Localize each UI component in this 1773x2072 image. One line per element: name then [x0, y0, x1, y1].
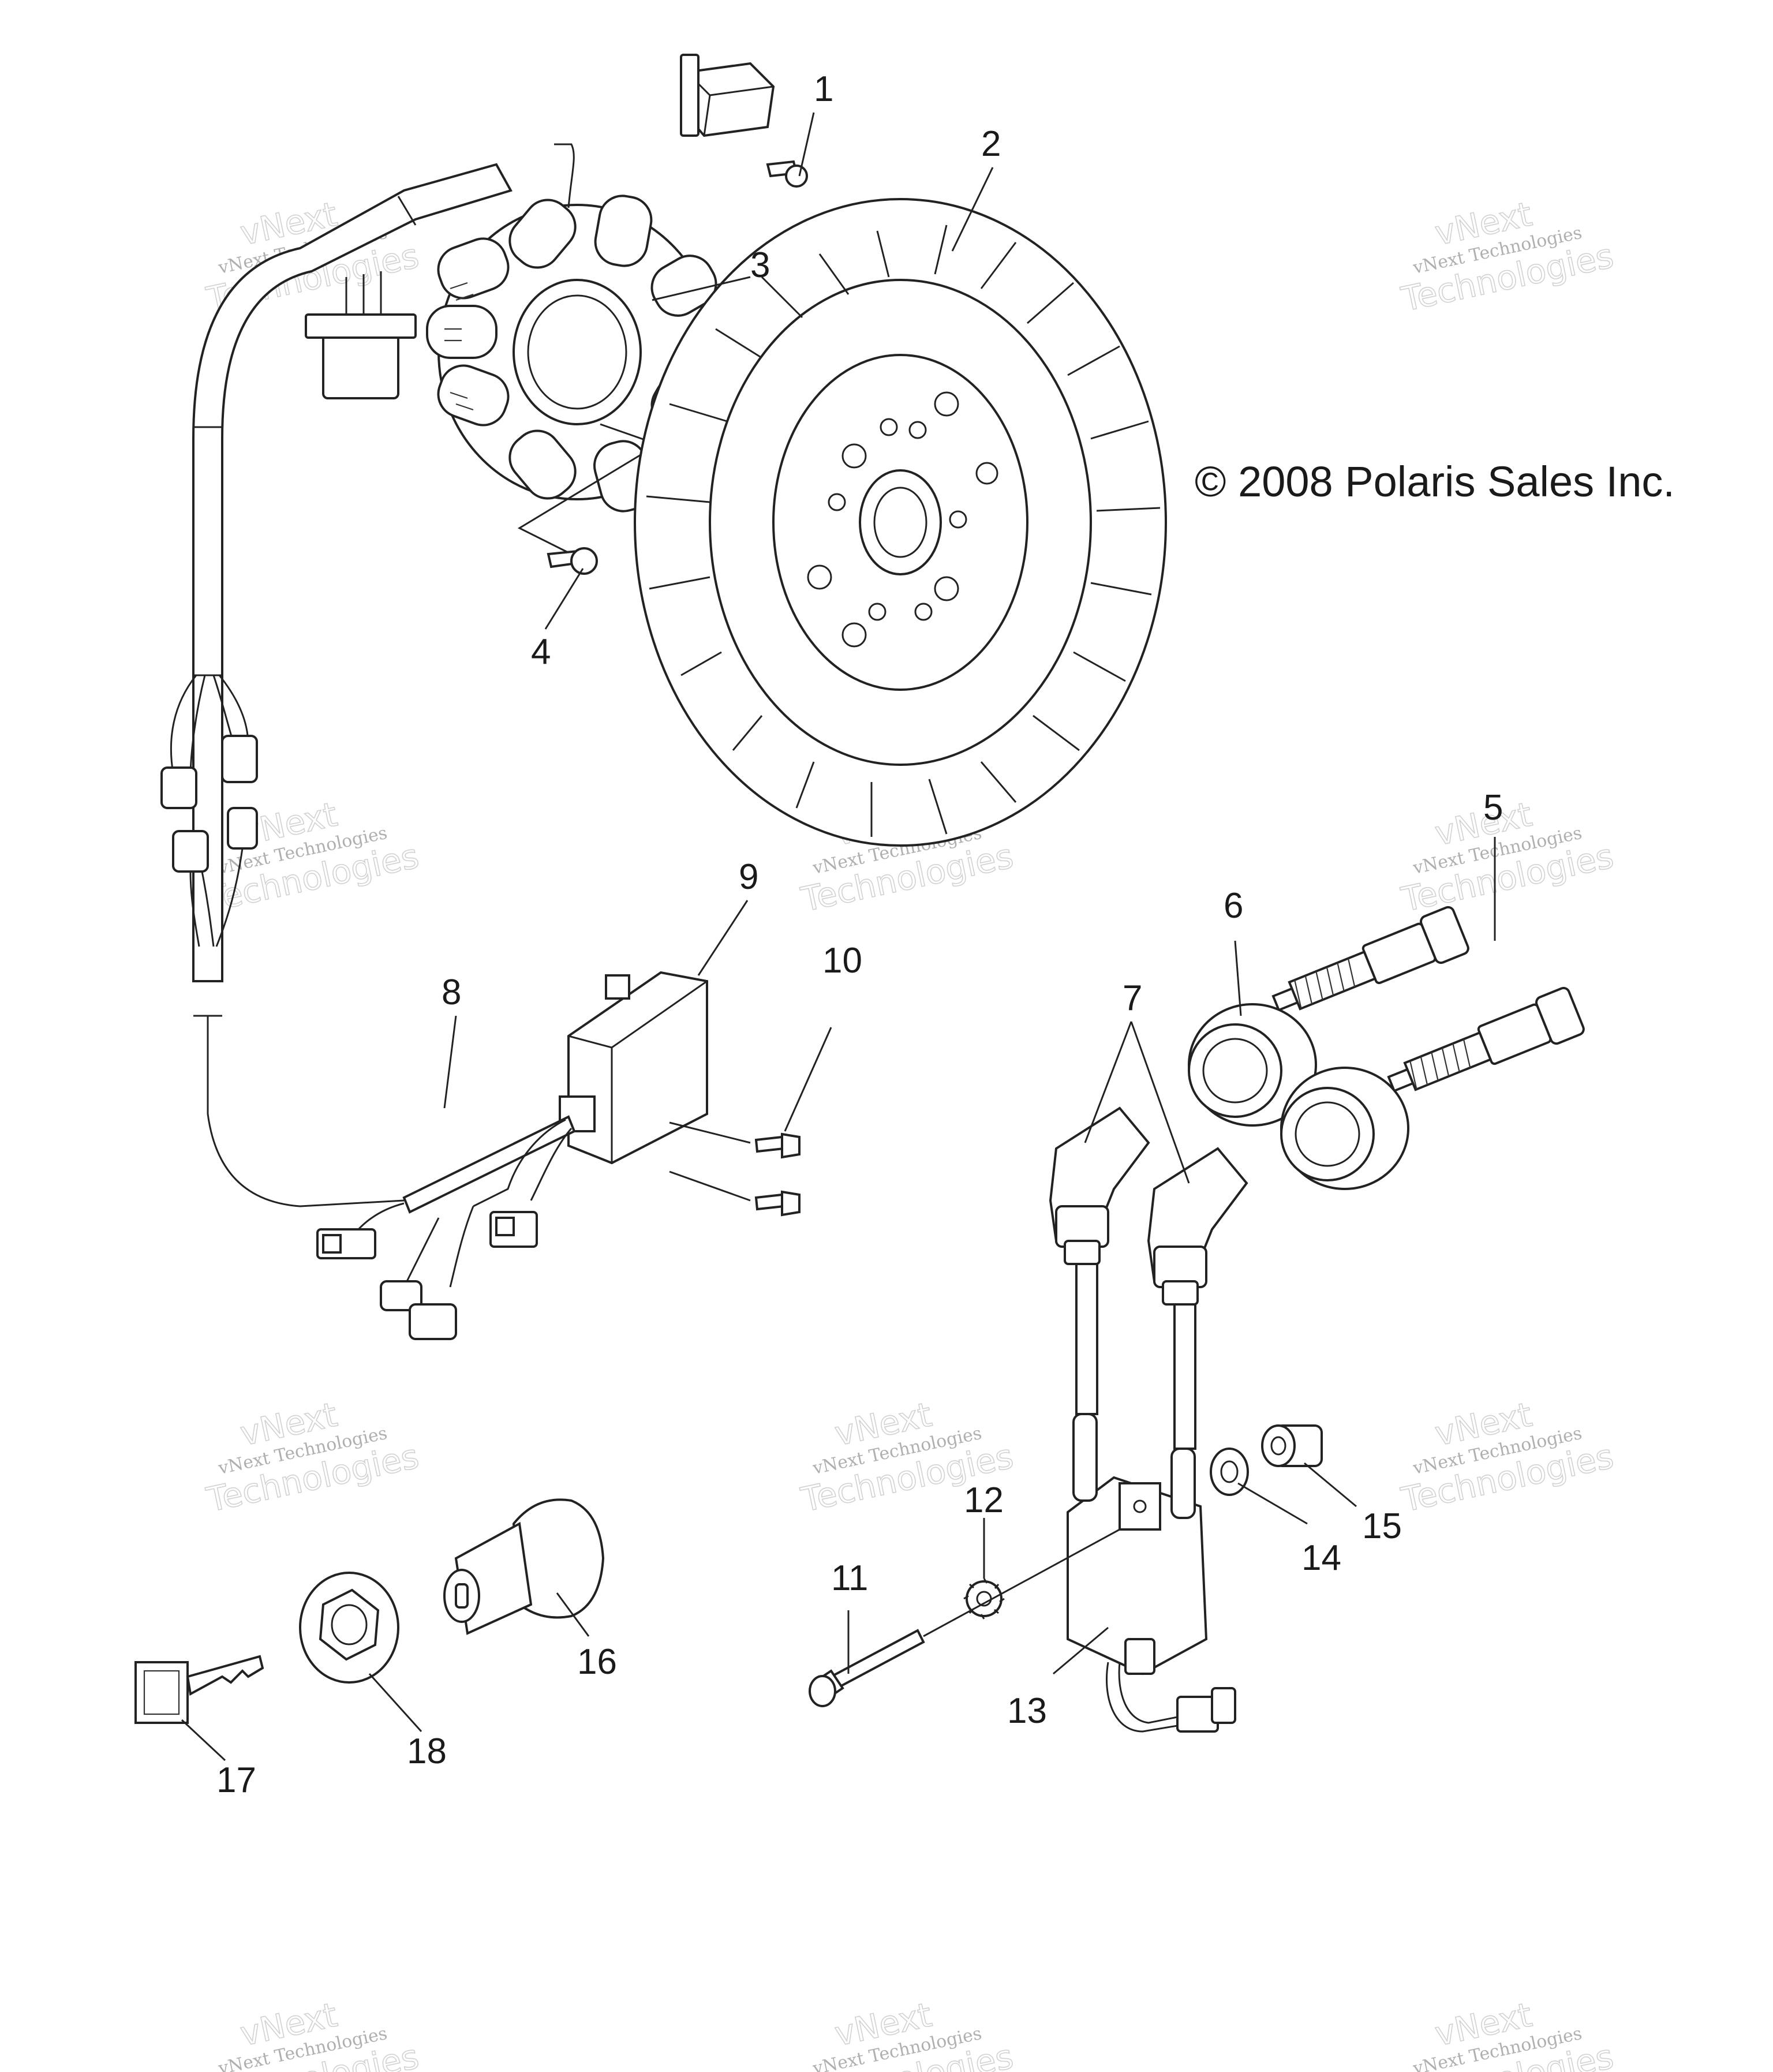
- part-10-screws: [669, 1121, 801, 1217]
- callout-7: 7: [1123, 978, 1142, 1018]
- part-12-star-washer: [963, 1578, 1005, 1620]
- callout-14: 14: [1301, 1538, 1341, 1578]
- stator-wire-harness: [160, 163, 513, 1207]
- part-13-ignition-coil: [1067, 1263, 1236, 1733]
- callout-5: 5: [1483, 788, 1503, 828]
- watermark-bottom-left: vNext vNext Technologies Technologies: [203, 1995, 422, 2072]
- watermark-bottom-middle: vNext vNext Technologies Technologies: [797, 1995, 1017, 2072]
- watermark-bottom-right: vNext vNext Technologies Technologies: [1397, 1995, 1617, 2072]
- part-9-cdi-box: [559, 971, 708, 1165]
- callout-15: 15: [1362, 1506, 1402, 1546]
- callout-18: 18: [407, 1731, 447, 1771]
- part-16-ignition-switch: [443, 1498, 605, 1635]
- bolt-axis-line: [923, 1528, 1120, 1637]
- part-6-grommets: [1188, 1003, 1409, 1190]
- callout-labels: 1 2 3 4 5 6 7 8 9 10 11 12 13 14 15 16 1…: [216, 69, 1503, 1800]
- callout-2: 2: [981, 124, 1001, 164]
- watermark-top-right: vNext vNext Technologies Technologies: [1397, 194, 1617, 320]
- part-17-key: [134, 1655, 264, 1724]
- callout-11: 11: [831, 1558, 868, 1598]
- part-2-flywheel: [634, 198, 1167, 847]
- callout-13: 13: [1007, 1691, 1047, 1731]
- watermark-low-right: vNext vNext Technologies Technologies: [1397, 1394, 1617, 1520]
- callout-4: 4: [531, 632, 551, 672]
- callout-1: 1: [814, 69, 833, 109]
- leader-lines: [181, 112, 1496, 1761]
- callout-3: 3: [750, 245, 770, 285]
- callout-17: 17: [216, 1760, 256, 1800]
- part-18-nut: [299, 1572, 399, 1684]
- stator-coils: [426, 195, 717, 513]
- callout-6: 6: [1224, 886, 1243, 926]
- part-8-wire-harness: [316, 1115, 576, 1340]
- watermark-low-left: vNext vNext Technologies Technologies: [203, 1394, 422, 1520]
- callout-9: 9: [739, 857, 758, 897]
- copyright-notice: © 2008 Polaris Sales Inc.: [1195, 458, 1675, 506]
- callout-10: 10: [822, 941, 862, 981]
- part-1-connector-block: [680, 54, 808, 188]
- callout-16: 16: [577, 1642, 617, 1682]
- callout-8: 8: [442, 973, 461, 1012]
- part-11-bolt: [809, 1629, 925, 1707]
- part-4-screw: [547, 547, 598, 575]
- flywheel-bolt-holes: [807, 391, 998, 648]
- callout-12: 12: [964, 1480, 1004, 1520]
- part-15-spacer: [1261, 1424, 1323, 1467]
- part-7-plug-caps: [1049, 1106, 1248, 1306]
- flywheel-fins: [646, 225, 1161, 837]
- part-3-stator: [426, 143, 717, 561]
- part-14-washer: [1210, 1448, 1249, 1496]
- watermark-mid-left: vNext vNext Technologies Technologies: [203, 794, 422, 920]
- part-5-spark-plugs: [1271, 906, 1585, 1093]
